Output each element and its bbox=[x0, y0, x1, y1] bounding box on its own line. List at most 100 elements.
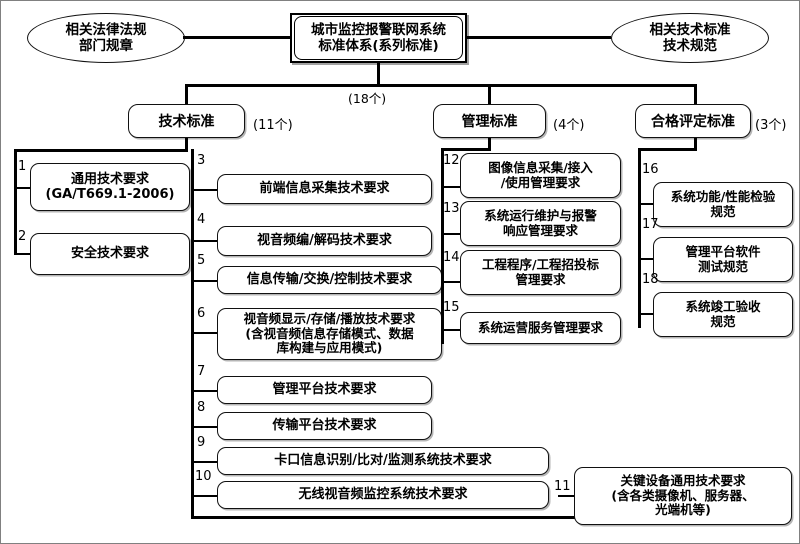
spine-conformity bbox=[638, 148, 641, 328]
connector-right-ellipse bbox=[467, 36, 611, 39]
item-12-label: 图像信息采集/接入 /使用管理要求 bbox=[488, 159, 593, 190]
category-conformity-count: (3个) bbox=[755, 118, 787, 133]
item-4-index: 4 bbox=[197, 212, 206, 227]
spine-management bbox=[441, 148, 444, 344]
item-18-label: 系统竣工验收 规范 bbox=[685, 298, 761, 329]
category-conformity-label: 合格评定标准 bbox=[651, 114, 735, 130]
connector-to-management bbox=[488, 84, 491, 106]
item-3-index: 3 bbox=[197, 153, 206, 168]
item-2-label: 安全技术要求 bbox=[70, 246, 149, 262]
root-count-label: (18个) bbox=[348, 91, 387, 106]
item-13-index: 13 bbox=[443, 201, 460, 216]
item-14-box: 工程程序/工程招投标 管理要求 bbox=[460, 250, 621, 295]
stub-item-18 bbox=[638, 313, 655, 315]
item-14-index: 14 bbox=[443, 250, 460, 265]
stub-item-7 bbox=[191, 390, 219, 392]
item-2-box: 安全技术要求 bbox=[30, 233, 190, 275]
related-tech-standards-ellipse: 相关技术标准 技术规范 bbox=[611, 13, 769, 63]
item-9-box: 卡口信息识别/比对/监测系统技术要求 bbox=[217, 447, 549, 475]
item-10-label: 无线视音频监控系统技术要求 bbox=[298, 487, 468, 503]
item-10-index: 10 bbox=[195, 469, 212, 484]
connector-root-drop bbox=[377, 63, 380, 85]
item-9-index: 9 bbox=[197, 435, 206, 450]
item-10-box: 无线视音频监控系统技术要求 bbox=[217, 481, 549, 509]
spine-technical-left bbox=[14, 149, 17, 255]
item-16-box: 系统功能/性能检验 规范 bbox=[653, 182, 793, 227]
item-16-label: 系统功能/性能检验 规范 bbox=[670, 188, 776, 219]
item-5-index: 5 bbox=[197, 253, 206, 268]
category-conformity-standards: 合格评定标准 bbox=[635, 104, 751, 138]
connector-left-ellipse bbox=[183, 36, 293, 39]
item-11-label: 关键设备通用技术要求 (含各类摄像机、服务器、 光端机等) bbox=[611, 472, 755, 518]
item-6-index: 6 bbox=[197, 306, 206, 321]
item-13-label: 系统运行维护与报警 响应管理要求 bbox=[484, 207, 597, 238]
item-4-box: 视音频编/解码技术要求 bbox=[217, 226, 432, 256]
item-11-box: 关键设备通用技术要求 (含各类摄像机、服务器、 光端机等) bbox=[574, 467, 792, 525]
connector-technical-drop bbox=[185, 138, 188, 151]
item-5-box: 信息传输/交换/控制技术要求 bbox=[217, 266, 442, 294]
stub-item-12 bbox=[441, 186, 461, 188]
stub-item-2 bbox=[14, 253, 32, 255]
item-7-label: 管理平台技术要求 bbox=[272, 382, 377, 398]
item-2-index: 2 bbox=[18, 229, 27, 244]
stub-item-11 bbox=[558, 495, 576, 497]
category-technical-standards: 技术标准 bbox=[128, 104, 245, 138]
connector-management-bus bbox=[441, 148, 491, 151]
item-3-label: 前端信息采集技术要求 bbox=[259, 181, 390, 197]
category-management-count: (4个) bbox=[553, 118, 585, 133]
stub-item-8 bbox=[191, 426, 219, 428]
item-3-box: 前端信息采集技术要求 bbox=[217, 174, 432, 204]
item-1-label: 通用技术要求 (GA/T669.1-2006) bbox=[45, 171, 175, 202]
stub-item-5 bbox=[191, 280, 219, 282]
stub-item-14 bbox=[441, 281, 461, 283]
stub-item-10 bbox=[191, 495, 219, 497]
item-11-index: 11 bbox=[554, 479, 571, 494]
item-6-label: 视音频显示/存储/播放技术要求 (含视音频信息存储模式、数据 库构建与应用模式) bbox=[243, 310, 416, 356]
stub-item-17 bbox=[638, 258, 655, 260]
item-12-box: 图像信息采集/接入 /使用管理要求 bbox=[460, 153, 621, 198]
item-12-index: 12 bbox=[443, 153, 460, 168]
category-management-standards: 管理标准 bbox=[433, 104, 546, 138]
stub-item-16 bbox=[638, 203, 655, 205]
category-technical-count: (11个) bbox=[253, 118, 293, 133]
category-technical-label: 技术标准 bbox=[158, 114, 215, 130]
item-15-box: 系统运营服务管理要求 bbox=[460, 312, 621, 344]
item-17-label: 管理平台软件 测试规范 bbox=[685, 243, 761, 274]
item-1-index: 1 bbox=[18, 159, 27, 174]
item-7-index: 7 bbox=[197, 364, 206, 379]
root-node-label: 城市监控报警联网系统 标准体系(系列标准) bbox=[311, 21, 446, 54]
stub-item-4 bbox=[191, 240, 219, 242]
connector-technical-to-item11 bbox=[191, 516, 576, 519]
related-tech-standards-label: 相关技术标准 技术规范 bbox=[649, 21, 731, 54]
connector-category-bus bbox=[185, 84, 697, 87]
item-15-label: 系统运营服务管理要求 bbox=[477, 319, 603, 335]
item-15-index: 15 bbox=[443, 300, 460, 315]
related-laws-label: 相关法律法规 部门规章 bbox=[65, 21, 147, 54]
item-17-box: 管理平台软件 测试规范 bbox=[653, 237, 793, 282]
stub-item-15 bbox=[441, 329, 461, 331]
item-5-label: 信息传输/交换/控制技术要求 bbox=[246, 272, 413, 288]
item-18-index: 18 bbox=[642, 272, 659, 287]
connector-conformity-drop bbox=[694, 138, 697, 150]
category-management-label: 管理标准 bbox=[461, 114, 518, 130]
item-14-label: 工程程序/工程招投标 管理要求 bbox=[481, 256, 600, 287]
item-13-box: 系统运行维护与报警 响应管理要求 bbox=[460, 201, 621, 246]
spine-technical-main bbox=[191, 149, 194, 519]
connector-to-technical bbox=[185, 84, 188, 106]
item-8-index: 8 bbox=[197, 400, 206, 415]
item-7-box: 管理平台技术要求 bbox=[217, 376, 432, 404]
stub-item-6 bbox=[191, 332, 219, 334]
stub-item-13 bbox=[441, 233, 461, 235]
related-laws-ellipse: 相关法律法规 部门规章 bbox=[27, 13, 185, 63]
connector-technical-left-bus bbox=[14, 149, 188, 152]
item-8-box: 传输平台技术要求 bbox=[217, 412, 432, 440]
connector-conformity-bus bbox=[638, 148, 697, 151]
item-6-box: 视音频显示/存储/播放技术要求 (含视音频信息存储模式、数据 库构建与应用模式) bbox=[217, 308, 442, 360]
item-18-box: 系统竣工验收 规范 bbox=[653, 292, 793, 337]
stub-item-1 bbox=[14, 187, 32, 189]
item-1-box: 通用技术要求 (GA/T669.1-2006) bbox=[30, 163, 190, 211]
item-17-index: 17 bbox=[642, 217, 659, 232]
item-4-label: 视音频编/解码技术要求 bbox=[257, 233, 392, 249]
item-16-index: 16 bbox=[642, 162, 659, 177]
